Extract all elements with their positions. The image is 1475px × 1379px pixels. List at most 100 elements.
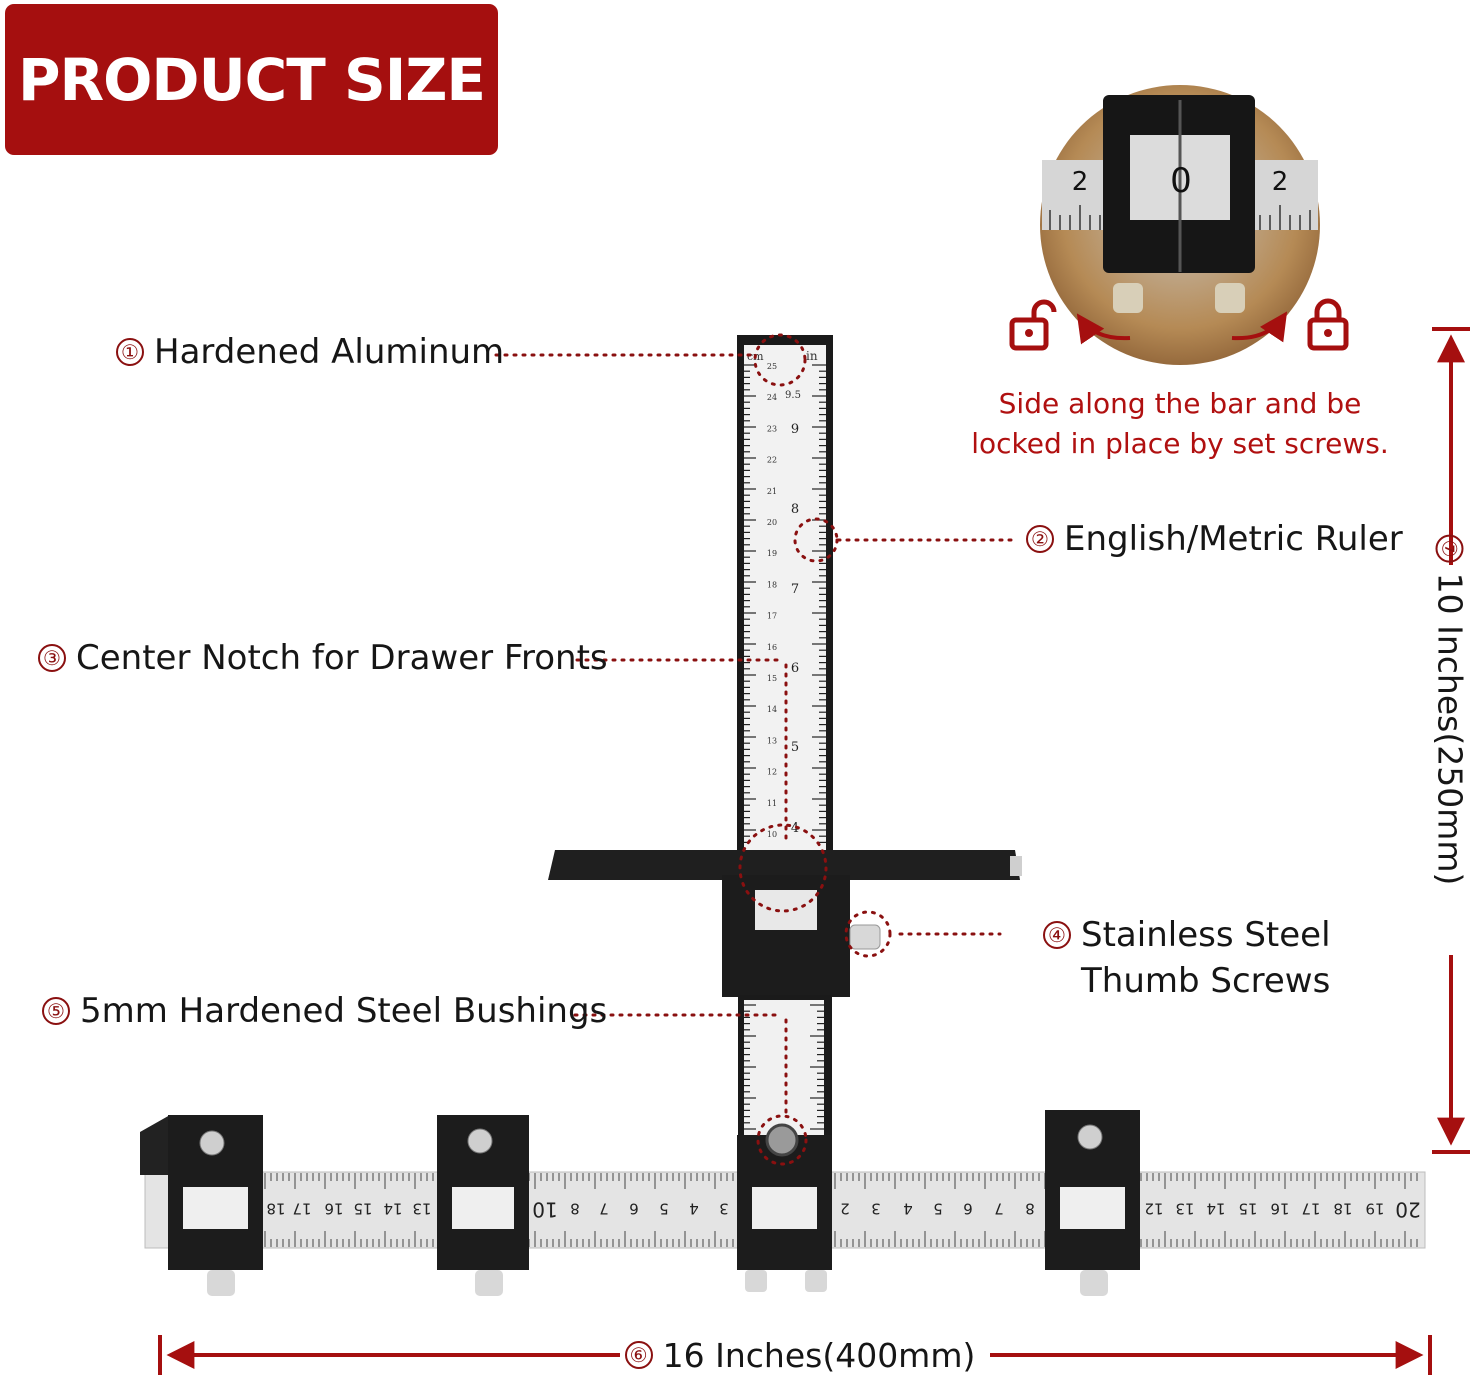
ruler-right-label: 16 [1270, 1200, 1289, 1218]
callout-label-line1: Stainless Steel [1081, 915, 1331, 955]
lock-icon [1307, 298, 1349, 351]
ruler-cm-label: 19 [767, 549, 777, 558]
ruler-inch-label: 7 [791, 582, 799, 597]
dimension-number: ⑦ [1436, 534, 1464, 563]
dimension-number: ⑥ [624, 1341, 653, 1369]
lower-ruler [738, 995, 832, 1145]
ruler-cm-label: 21 [767, 487, 777, 496]
ruler-left-label: 8 [570, 1200, 580, 1218]
callout-number: ⑤ [42, 997, 70, 1025]
ruler-left-label: 10 [532, 1198, 557, 1222]
ruler-cm-label: 13 [767, 736, 777, 745]
unlock-arrow [1076, 313, 1131, 345]
ruler-left-label: 7 [599, 1200, 609, 1218]
ruler-cm-label: 17 [767, 612, 777, 621]
ruler-right-label: 14 [1206, 1200, 1225, 1218]
ruler-cm-label: 18 [767, 580, 777, 589]
ruler-cm-label: 15 [767, 674, 777, 683]
ruler-cm-labels: 25 24 23 22 21 20 19 18 17 16 15 14 13 12 11 10 [767, 362, 777, 839]
ruler-left-label: 16 [324, 1200, 343, 1218]
callout-label: Hardened Aluminum [154, 332, 505, 372]
lock-note-line1: Side along the bar and be [998, 387, 1362, 420]
ruler-inch-label: 4 [791, 821, 799, 836]
lock-note: Side along the bar and be locked in plac… [960, 384, 1400, 464]
lock-note-line2: locked in place by set screws. [971, 427, 1389, 460]
callout-leaders [494, 333, 1014, 1166]
ruler-cm-label: 23 [767, 424, 777, 433]
ruler-cm-label: 14 [767, 705, 777, 714]
ruler-cm-label: 25 [767, 362, 777, 371]
ruler-cm-label: 10 [767, 830, 777, 839]
ruler-inch-label: 6 [791, 661, 799, 676]
ruler-left-label: 4 [689, 1200, 699, 1218]
ruler-right-label: 4 [903, 1200, 913, 1218]
ruler-left-label: 3 [719, 1200, 729, 1218]
vertical-ruler [737, 335, 833, 855]
ruler-cm-label: 12 [767, 768, 777, 777]
ruler-left-label: 17 [292, 1200, 311, 1218]
ruler-inch-label: 8 [791, 502, 799, 517]
ruler-left-label: 14 [383, 1200, 402, 1218]
ruler-right-label: 17 [1301, 1200, 1320, 1218]
ruler-right-label: 3 [871, 1200, 881, 1218]
ruler-right-label: 19 [1365, 1200, 1384, 1218]
height-dimension-label: 10 Inches(250mm) [1430, 572, 1470, 886]
ruler-in-unit: in [806, 349, 818, 363]
ruler-right-label: 18 [1333, 1200, 1352, 1218]
ruler-right-label: 8 [1025, 1200, 1035, 1218]
ruler-in-top-label: 9.5 [785, 390, 801, 401]
callout-number: ③ [38, 644, 66, 672]
callout-label: Center Notch for Drawer Fronts [76, 638, 608, 678]
ruler-right-label: 5 [933, 1200, 943, 1218]
ruler-cm-label: 22 [767, 456, 777, 465]
ruler-left-label: 15 [353, 1200, 372, 1218]
ruler-right-label: 6 [963, 1200, 973, 1218]
sliding-stop-center [737, 1123, 832, 1292]
width-dimension-label: 16 Inches(400mm) [662, 1335, 976, 1375]
ruler-right-label: 13 [1175, 1200, 1194, 1218]
callout-number: ① [116, 338, 144, 366]
ruler-left-label: 6 [629, 1200, 639, 1218]
ruler-cm-label: 20 [767, 518, 777, 527]
ruler-right-label: 2 [840, 1200, 850, 1218]
ruler-left-label: 18 [266, 1200, 285, 1218]
sliding-stop-1 [140, 1115, 263, 1296]
callout-number: ② [1026, 525, 1054, 553]
ruler-cm-label: 11 [767, 799, 777, 808]
width-dimension-line [158, 1335, 1432, 1375]
zoom-inset [1040, 85, 1320, 365]
callout-label: 5mm Hardened Steel Bushings [80, 991, 608, 1031]
sliding-stop-3 [1045, 1110, 1140, 1296]
drawer-front-guide [548, 850, 1022, 997]
ruler-right-label: 20 [1395, 1198, 1420, 1222]
callout-label-line2: Thumb Screws [1081, 961, 1331, 1001]
callout-label: English/Metric Ruler [1064, 519, 1403, 559]
width-dimension: ⑥ 16 Inches(400mm) [620, 1332, 980, 1378]
height-dimension-line [1432, 327, 1470, 1154]
inset-left-mark: 2 [1072, 167, 1089, 197]
ruler-right-label: 12 [1144, 1200, 1163, 1218]
callout-thumb-screws: ④ Stainless Steel Thumb Screws [1043, 915, 1331, 1001]
callout-english-metric-ruler: ② English/Metric Ruler [1026, 519, 1403, 559]
callout-steel-bushings: ⑤ 5mm Hardened Steel Bushings [42, 991, 607, 1031]
ruler-cm-label: 16 [767, 643, 777, 652]
inset-right-mark: 2 [1272, 167, 1289, 197]
ruler-inch-label: 5 [791, 740, 799, 755]
callout-center-notch: ③ Center Notch for Drawer Fronts [38, 638, 608, 678]
product-size-banner: PRODUCT SIZE [5, 4, 498, 155]
ruler-left-label: 13 [412, 1200, 431, 1218]
ruler-inch-label: 9 [791, 422, 799, 437]
ruler-cm-label: 24 [767, 393, 777, 402]
unlock-icon [1009, 299, 1057, 351]
ruler-right-label: 7 [994, 1200, 1004, 1218]
callout-hardened-aluminum: ① Hardened Aluminum [116, 332, 504, 372]
inset-center-mark: 0 [1170, 161, 1192, 201]
ruler-right-label: 15 [1238, 1200, 1257, 1218]
banner-title: PRODUCT SIZE [17, 45, 486, 114]
lock-arrow [1231, 311, 1288, 343]
height-dimension: ⑦ 10 Inches(250mm) [1415, 490, 1475, 930]
ruler-left-label: 5 [659, 1200, 669, 1218]
sliding-stop-2 [437, 1115, 529, 1296]
callout-number: ④ [1043, 921, 1071, 949]
